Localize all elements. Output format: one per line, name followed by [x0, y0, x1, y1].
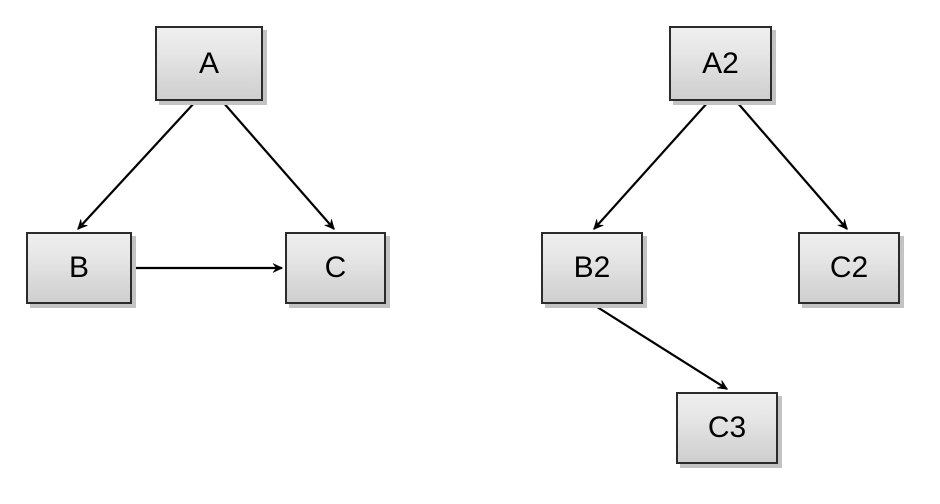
node-label-b: B: [68, 251, 89, 284]
node-b2[interactable]: B2: [541, 232, 643, 304]
edge-a2-to-c2: [735, 100, 848, 230]
edge-a2-to-b2: [593, 100, 710, 230]
node-c[interactable]: C: [285, 232, 386, 304]
edges-group: [77, 100, 848, 390]
edge-b2-to-c3: [593, 304, 729, 390]
node-label-c2: C2: [829, 251, 869, 284]
node-label-a: A: [198, 46, 219, 80]
node-label-a2: A2: [702, 46, 739, 80]
node-a[interactable]: A: [155, 26, 263, 101]
node-label-c3: C3: [707, 411, 747, 444]
node-c2[interactable]: C2: [798, 232, 900, 304]
edge-a-to-c: [221, 100, 335, 230]
node-c3[interactable]: C3: [676, 392, 778, 464]
edge-a-to-b: [77, 100, 197, 230]
node-a2[interactable]: A2: [669, 26, 772, 101]
node-b[interactable]: B: [26, 232, 132, 304]
node-label-b2: B2: [573, 251, 611, 284]
node-label-c: C: [324, 251, 347, 284]
